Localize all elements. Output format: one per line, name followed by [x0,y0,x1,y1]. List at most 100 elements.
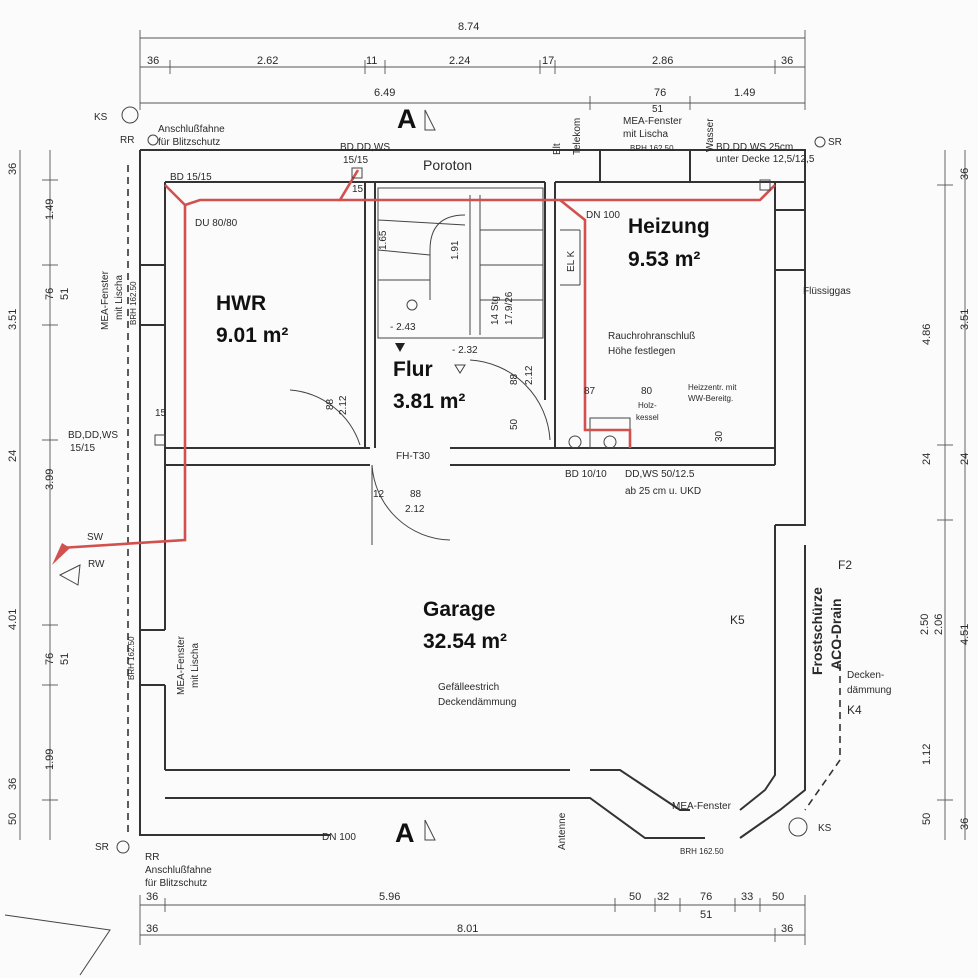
dim-bottom-50-right: 50 [772,891,784,903]
dim-right-486: 4.86 [921,324,933,345]
dim-top-649: 6.49 [374,87,395,99]
label-anschluss-bottom-2: für Blitzschutz [145,878,207,889]
dim-165: 1.65 [378,230,389,250]
dim-right-451: 4.51 [959,624,971,645]
label-ks-bottom: KS [818,823,832,834]
label-kessel: kessel [636,413,659,422]
label-gefaelle: Gefälleestrich [438,682,499,693]
label-anschluss-top-1: Anschlußfahne [158,124,225,135]
label-decken: Decken- [847,670,884,681]
dim-top-17: 17 [542,55,554,67]
section-arrow-top-icon [424,109,436,131]
label-bd-1515: BD 15/15 [170,172,212,183]
label-brh-top: BRH 162.50 [630,144,674,153]
label-deckendaemmung: Deckendämmung [438,697,516,708]
heating-pipe-route [52,169,776,565]
room-hwr-area: 9.01 m² [216,324,288,347]
label-dn100-top: DN 100 [586,210,620,221]
label-du: DU 80/80 [195,218,238,229]
label-dn100-bottom: DN 100 [322,832,356,843]
label-dd-ws-50: DD,WS 50/12.5 [625,469,695,480]
symbols [4,106,826,976]
label-sw: SW [87,532,104,543]
label-poroton: Poroton [423,157,472,173]
dim-left-51-2: 51 [59,653,71,665]
dim-bottom-36-right: 36 [781,923,793,935]
dim-bottom-36-2: 36 [146,923,158,935]
label-88-door: 88 [410,489,422,500]
ro-pipe-right-icon [603,435,617,449]
side-dimension-lines [19,150,966,840]
label-heizentr-1: Heizzentr. mit [688,383,737,392]
label-mea-bottom: MEA-Fenster [672,801,732,812]
room-garage-area: 32.54 m² [423,630,507,653]
level-marker-open-icon [454,364,466,374]
label-12-door: 12 [373,489,385,500]
room-hwr-name: HWR [216,292,266,315]
label-daemmung: dämmung [847,685,891,696]
dim-top-11: 11 [366,55,377,67]
label-brh-left: BRH 162.50 [129,281,138,325]
level-marker-filled-icon [395,343,405,352]
label-elt: Elt [552,143,563,155]
dim-bottom-50: 50 [629,891,641,903]
label-stg-2: 17.9/26 [504,291,515,325]
dim-bottom-36: 36 [146,891,158,903]
bd-vent-left-icon [154,434,166,446]
dim-30: 30 [714,430,725,442]
label-bd-1010: BD 10/10 [565,469,607,480]
label-k5: K5 [730,613,745,627]
label-mea-left-bottom-1: MEA-Fenster [176,635,187,695]
dim-top-262: 2.62 [257,55,278,67]
dim-right-112: 1.12 [921,744,933,765]
rr-top-circle-icon [147,134,159,146]
dim-right-351: 3.51 [959,309,971,330]
label-unter-decke: unter Decke 12,5/12,5 [716,154,815,165]
label-level-232: - 2.32 [452,345,478,356]
label-ks-top: KS [94,112,108,123]
dim-88-right: 88 [509,373,520,385]
label-level-243: - 2.43 [390,322,416,333]
dim-left-351: 3.51 [7,309,19,330]
label-aco-drain: ACO-Drain [828,598,844,670]
section-arrow-bottom-icon [424,819,436,841]
north-arrow-icon [4,914,111,976]
drain-arrow-icon [52,543,70,565]
label-mea-top-2: mit Lischa [623,129,668,140]
label-sr-bottom: SR [95,842,109,853]
label-rr-top: RR [120,135,134,146]
label-anschluss-top-2: für Blitzschutz [158,137,220,148]
label-bd-ws-top: BD,DD,WS 25cm [716,142,793,153]
room-flur-name: Flur [393,358,433,381]
dim-right-24: 24 [921,453,933,465]
rw-arrow-icon [58,564,81,586]
label-mea-top-1: MEA-Fenster [623,116,683,127]
dim-bottom-51: 51 [700,909,712,921]
bottom-dimension-lines [139,895,806,945]
sr-bottom-circle-icon [116,840,130,854]
dim-88-left: 88 [325,398,336,410]
label-f2: F2 [838,558,852,572]
label-brh-left-bottom: BRH 162.50 [127,636,136,680]
label-el-k: EL K [566,250,577,272]
label-wasser: Wasser [705,118,716,152]
label-mea-left-2: mit Lischa [114,275,125,320]
label-bd-top: BD,DD,WS [340,142,390,153]
dim-right-36: 36 [959,168,971,180]
section-marker-top: A [397,104,417,134]
dim-left-24: 24 [7,450,19,462]
label-bd-left: BD,DD,WS [68,430,118,441]
label-fluessiggas: Flüssiggas [803,286,851,297]
label-51-top: 51 [652,104,664,115]
dim-bottom-33: 33 [741,891,753,903]
room-heizung-name: Heizung [628,215,710,238]
label-mea-left-bottom-2: mit Lischa [190,643,201,688]
dim-left-76: 76 [44,288,56,300]
dim-top-224: 2.24 [449,55,470,67]
dim-191: 1.91 [450,240,461,260]
label-frostschuerze: Frostschürze [809,587,825,675]
dim-212-left: 2.12 [338,395,349,415]
dim-top-76: 76 [654,87,666,99]
